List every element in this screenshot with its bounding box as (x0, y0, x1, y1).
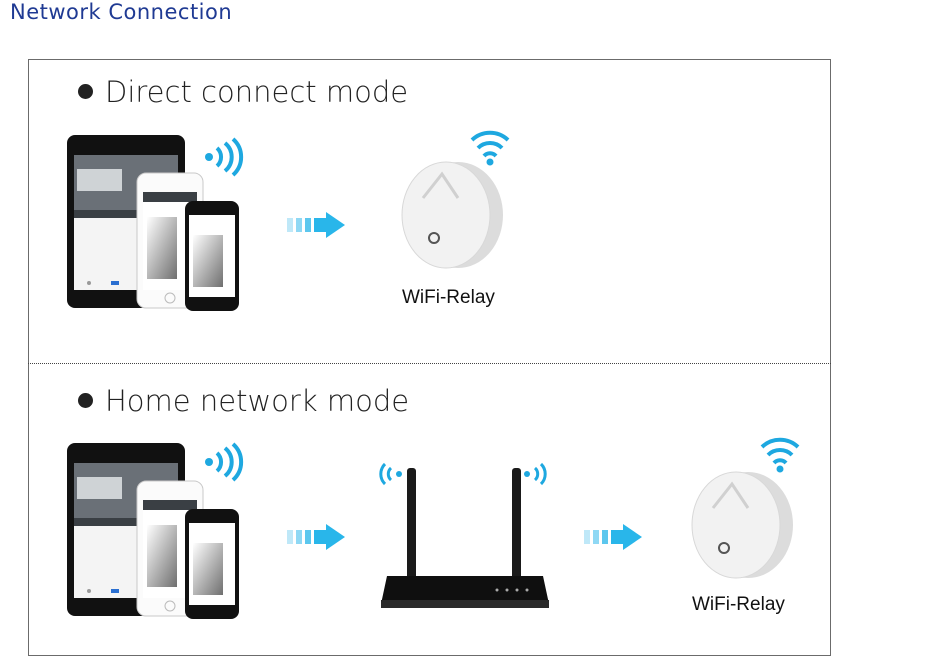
bullet-icon (78, 392, 93, 408)
arrow-right-icon (584, 524, 642, 550)
section-divider (28, 363, 831, 364)
section-title-text: Home network mode (105, 384, 410, 418)
page-title: Network Connection (10, 0, 233, 24)
wifi-signal-icon (760, 437, 800, 473)
section-title-text: Direct connect mode (105, 75, 409, 109)
radio-waves-icon (205, 442, 244, 482)
devices-group-2 (67, 443, 239, 619)
phone-icon (185, 509, 239, 619)
section-direct-connect-title: Direct connect mode (78, 75, 408, 109)
radio-waves-icon (205, 137, 244, 177)
radio-waves-icon (524, 462, 547, 486)
wifi-relay-label: WiFi-Relay (402, 287, 495, 308)
relay-device-icon (401, 161, 503, 269)
diagram-frame (28, 59, 831, 656)
router-icon (379, 462, 549, 608)
radio-waves-icon (379, 462, 402, 486)
wifi-relay-label: WiFi-Relay (692, 594, 785, 615)
relay-device-icon (691, 471, 793, 579)
devices-group-1 (67, 135, 239, 311)
wifi-signal-icon (470, 130, 510, 166)
arrow-right-icon (287, 212, 345, 238)
phone-icon (185, 201, 239, 311)
section-home-network-title: Home network mode (78, 384, 409, 418)
arrow-right-icon (287, 524, 345, 550)
bullet-icon (78, 83, 93, 99)
